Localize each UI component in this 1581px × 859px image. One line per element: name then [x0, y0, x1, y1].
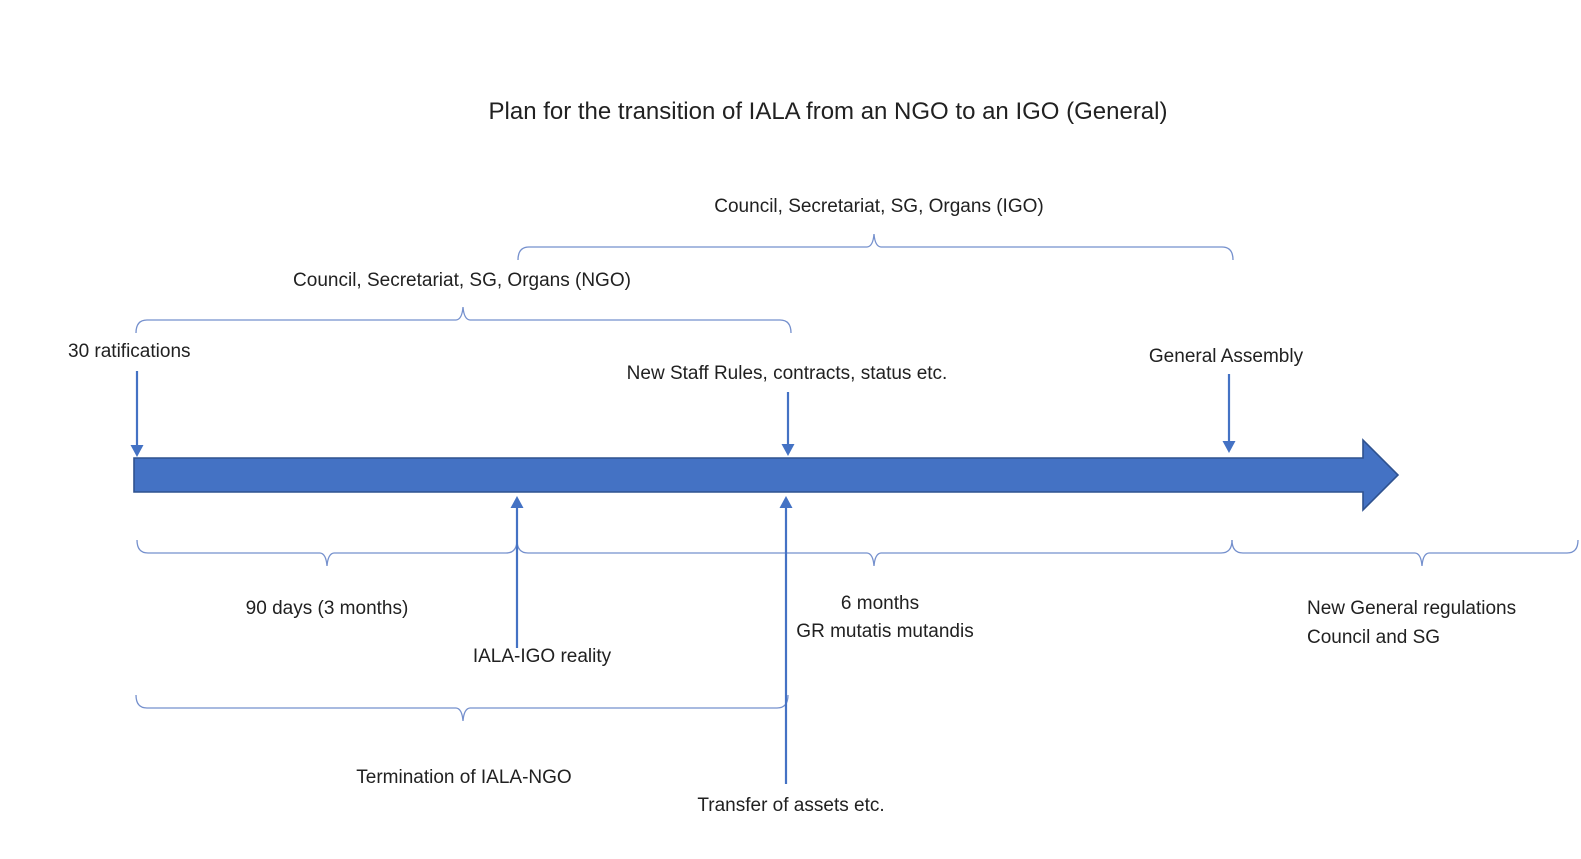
label-ngo-span: Council, Secretariat, SG, Organs (NGO): [293, 270, 631, 291]
up-arrow-transfer-assets: [779, 496, 793, 784]
diagram-title: Plan for the transition of IALA from an …: [488, 98, 1168, 125]
label-new-general-regulations-line1: New General regulations: [1307, 598, 1517, 619]
label-six-months: 6 months: [840, 593, 920, 614]
label-general-assembly: General Assembly: [1148, 346, 1304, 367]
label-new-general-regulations-line2: Council and SG: [1307, 626, 1441, 648]
label-iala-igo-reality: IALA-IGO reality: [472, 646, 612, 667]
label-igo-span: Council, Secretariat, SG, Organs (IGO): [714, 196, 1044, 217]
label-gr-mutatis-mutandis: GR mutatis mutandis: [796, 621, 974, 642]
brace-termination: [135, 694, 789, 722]
label-90-days: 90 days (3 months): [245, 598, 409, 619]
down-arrow-ratifications: [130, 371, 144, 457]
label-termination: Termination of IALA-NGO: [356, 767, 572, 788]
brace-new-general-regulations: [1231, 539, 1579, 567]
brace-igo-organs: [517, 233, 1234, 261]
up-arrow-iala-igo-reality: [510, 496, 524, 648]
label-transfer-of-assets: Transfer of assets etc.: [697, 795, 885, 816]
label-ratifications: 30 ratifications: [68, 341, 191, 362]
label-new-general-regulations: New General regulations Council and SG: [1307, 597, 1516, 650]
label-new-staff-rules: New Staff Rules, contracts, status etc.: [626, 363, 948, 384]
brace-ngo-organs: [135, 306, 792, 334]
timeline-arrow: [133, 438, 1400, 512]
brace-90-days: [136, 539, 518, 567]
down-arrow-staff-rules: [781, 392, 795, 456]
down-arrow-general-assembly: [1222, 374, 1236, 453]
brace-6-months: [516, 539, 1233, 567]
